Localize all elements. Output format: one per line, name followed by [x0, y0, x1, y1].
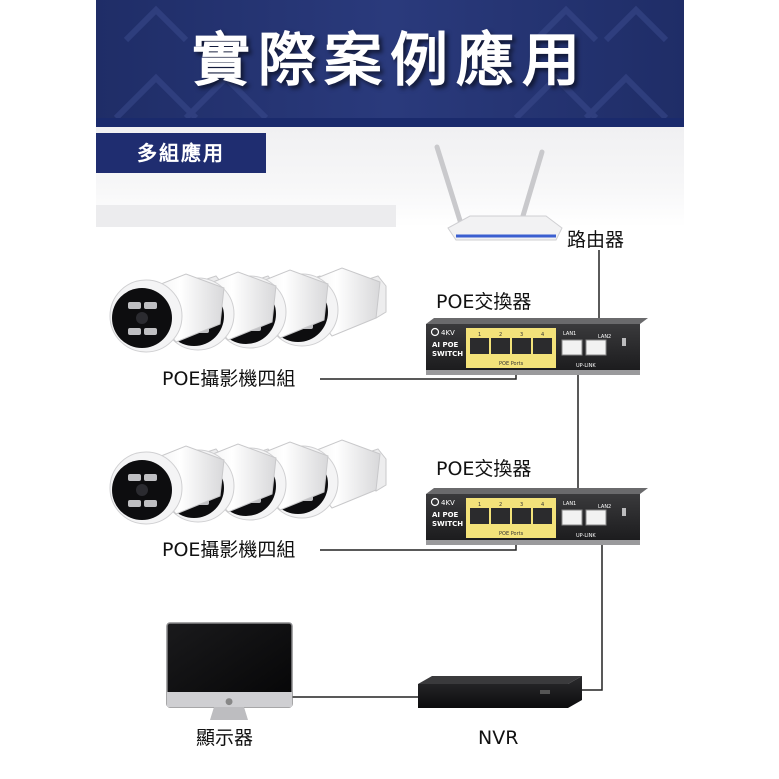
poe-switch-bottom: 4KV AI POE SWITCH 1 2 3 4 POE Ports LAN1…: [426, 488, 648, 545]
ethernet-port: [533, 508, 552, 524]
svg-text:1: 1: [478, 502, 481, 508]
svg-text:1: 1: [478, 332, 481, 338]
uplink-label: UP-LINK: [576, 363, 596, 369]
ethernet-port: [512, 338, 531, 354]
switch-model-1: AI POE: [432, 511, 459, 519]
svg-text:LAN1: LAN1: [563, 501, 576, 507]
uplink-label: UP-LINK: [576, 533, 596, 539]
monitor-label: 顯示器: [196, 727, 254, 749]
cameras-top: [109, 267, 387, 353]
brand-icon: [430, 497, 440, 507]
svg-text:2: 2: [499, 332, 502, 338]
ethernet-port: [470, 508, 489, 524]
svg-text:3: 3: [520, 332, 523, 338]
section-label: 多組應用: [96, 133, 266, 173]
router: [434, 144, 563, 241]
svg-text:4: 4: [541, 502, 544, 508]
switch-model-1: AI POE: [432, 341, 459, 349]
svg-text:4: 4: [541, 332, 544, 338]
cameras-top-label: POE攝影機四組: [162, 368, 296, 390]
banner-pattern: [113, 5, 669, 118]
nvr-label: NVR: [478, 727, 519, 749]
ethernet-port: [470, 338, 489, 354]
cameras-bottom: [109, 439, 387, 525]
page-title: 實際案例應用: [191, 26, 588, 94]
switch-model-2: SWITCH: [432, 350, 463, 358]
switch-brand: 4KV: [441, 329, 455, 337]
title-banner: 實際案例應用: [96, 0, 684, 118]
svg-text:3: 3: [520, 502, 523, 508]
switch-brand: 4KV: [441, 499, 455, 507]
ethernet-port: [533, 338, 552, 354]
ethernet-port: [491, 508, 510, 524]
svg-text:2: 2: [499, 502, 502, 508]
monitor: ●: [166, 622, 293, 720]
ethernet-port: [512, 508, 531, 524]
banner-stripe: [96, 118, 684, 127]
poe-switch-top: 4KV AI POE SWITCH 1 2 3 4 POE Ports LAN1…: [426, 318, 648, 375]
cameras-bottom-label: POE攝影機四組: [162, 539, 296, 561]
ethernet-port: [491, 338, 510, 354]
apple-logo-icon: ●: [225, 697, 233, 707]
svg-text:LAN1: LAN1: [563, 331, 576, 337]
router-label: 路由器: [567, 229, 625, 251]
svg-text:LAN2: LAN2: [598, 504, 611, 510]
poe-ports-label: POE Ports: [499, 361, 524, 367]
nvr: [418, 676, 582, 708]
light-band: [96, 205, 396, 227]
switch-bottom-label: POE交換器: [436, 458, 532, 480]
poe-ports-label: POE Ports: [499, 531, 524, 537]
svg-text:LAN2: LAN2: [598, 334, 611, 340]
brand-icon: [430, 327, 440, 337]
switch-model-2: SWITCH: [432, 520, 463, 528]
switch-to-nvr-wire: [582, 530, 603, 691]
switch-top-label: POE交換器: [436, 291, 532, 313]
